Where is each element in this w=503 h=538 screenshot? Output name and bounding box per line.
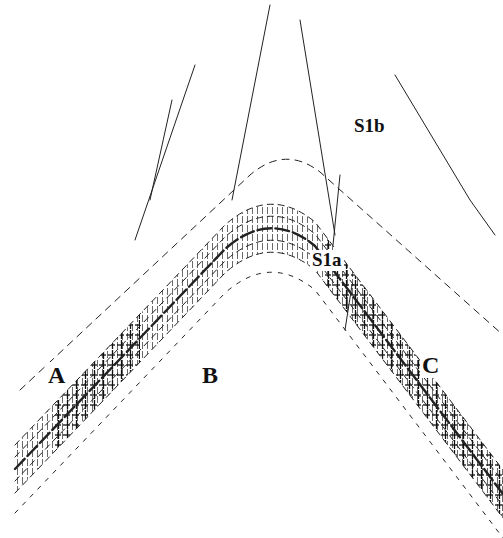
region-label: A [46, 362, 67, 388]
region-label: B [200, 362, 220, 388]
cleavage-label: S1b [352, 116, 387, 137]
cleavage-label: S1a [310, 250, 344, 271]
region-label: C [420, 352, 441, 378]
